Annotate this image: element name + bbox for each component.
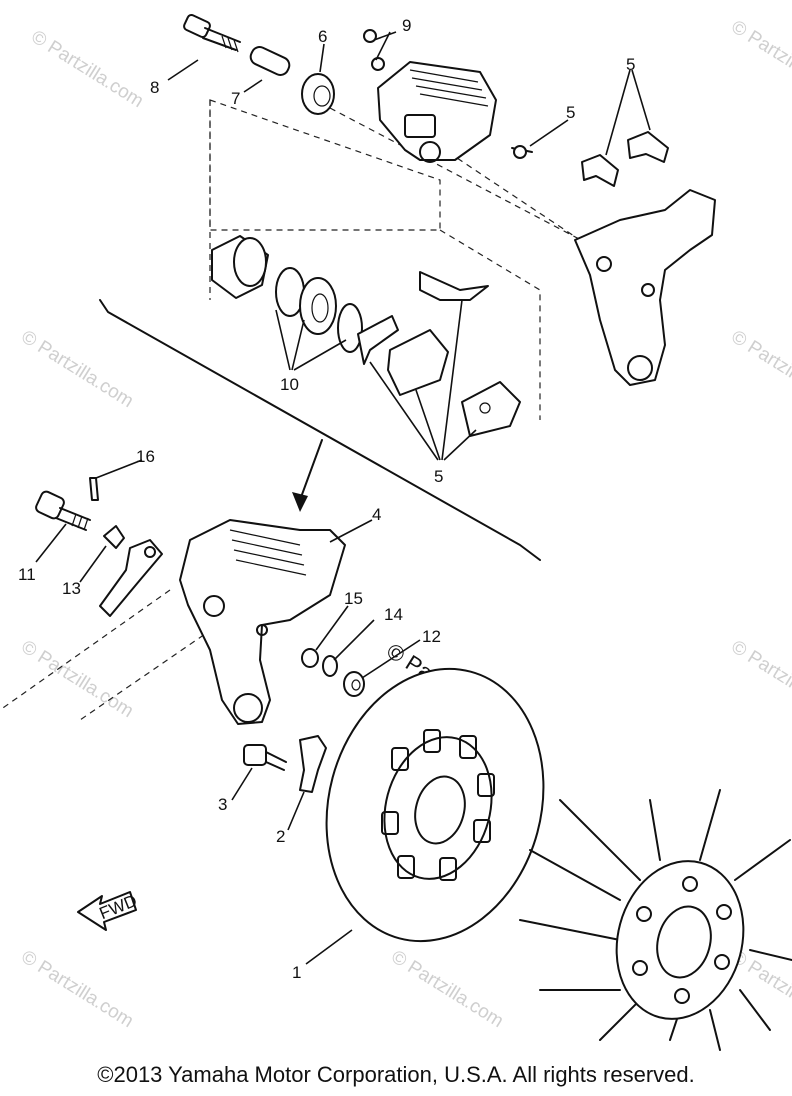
watermark: © Partzilla.com bbox=[27, 26, 147, 112]
pad-pin-5 bbox=[511, 145, 533, 159]
assembly-guide-lines bbox=[0, 99, 601, 721]
plate-13 bbox=[103, 525, 125, 549]
bolt-3 bbox=[243, 744, 287, 771]
piston-seal-kit-10 bbox=[211, 235, 363, 353]
callout-12: 12 bbox=[422, 627, 441, 646]
bolt-8 bbox=[183, 13, 241, 53]
bleed-screw-9 bbox=[363, 29, 385, 71]
callout-11: 11 bbox=[18, 565, 36, 584]
sleeve-7 bbox=[249, 46, 291, 76]
screw-16 bbox=[89, 477, 99, 501]
callout-4: 4 bbox=[372, 505, 381, 524]
washer-14 bbox=[322, 655, 338, 677]
watermark: © Partzilla.com bbox=[17, 946, 137, 1032]
callout-leader-lines bbox=[35, 31, 651, 965]
callout-8: 8 bbox=[150, 78, 159, 97]
callout-15: 15 bbox=[344, 589, 363, 608]
fwd-label: FWD bbox=[97, 891, 140, 923]
callout-2: 2 bbox=[276, 827, 285, 846]
watermark: © Partzilla.com bbox=[387, 946, 507, 1032]
watermark: © Partzilla.com bbox=[727, 326, 792, 412]
bush-6 bbox=[301, 73, 335, 115]
caliper-assembly-4 bbox=[179, 519, 346, 725]
callout-10: 10 bbox=[280, 375, 299, 394]
watermark: © Partzilla.com bbox=[17, 326, 137, 412]
washer-15 bbox=[301, 648, 319, 668]
caliper-bracket bbox=[574, 189, 716, 386]
watermark: © Partzilla.com bbox=[727, 636, 792, 722]
callout-7: 7 bbox=[231, 89, 240, 108]
bolt-11 bbox=[35, 490, 91, 531]
nut-12 bbox=[343, 671, 365, 697]
callout-14: 14 bbox=[384, 605, 403, 624]
brake-pads-5 bbox=[357, 271, 521, 437]
callout-5-springs: 5 bbox=[626, 55, 635, 74]
callout-5-pads: 5 bbox=[434, 467, 443, 486]
watermark: © Partzilla.com bbox=[727, 16, 792, 102]
pad-springs-5 bbox=[581, 131, 669, 187]
callout-16: 16 bbox=[136, 447, 155, 466]
callout-6: 6 bbox=[318, 27, 327, 46]
copyright-notice: ©2013 Yamaha Motor Corporation, U.S.A. A… bbox=[97, 1062, 695, 1087]
callout-5-pin: 5 bbox=[566, 103, 575, 122]
forward-direction-arrow: FWD bbox=[77, 891, 140, 931]
exploded-group-bracket bbox=[99, 299, 541, 561]
assembly-arrow bbox=[299, 439, 323, 501]
callout-3: 3 bbox=[218, 795, 227, 814]
torque-rod bbox=[99, 539, 163, 617]
callout-numbers: 8 7 6 9 5 5 10 5 4 16 11 13 15 14 12 3 2… bbox=[18, 16, 635, 982]
callout-13: 13 bbox=[62, 579, 81, 598]
callout-1: 1 bbox=[292, 963, 301, 982]
caliper-body-top bbox=[377, 61, 497, 163]
brake-disc-1 bbox=[325, 667, 545, 943]
watermark: © Partzilla.com bbox=[17, 636, 137, 722]
assembly-arrowhead bbox=[292, 492, 308, 512]
lock-washer-2 bbox=[299, 735, 327, 793]
callout-9: 9 bbox=[402, 16, 411, 35]
wheel-hub bbox=[519, 789, 792, 1051]
